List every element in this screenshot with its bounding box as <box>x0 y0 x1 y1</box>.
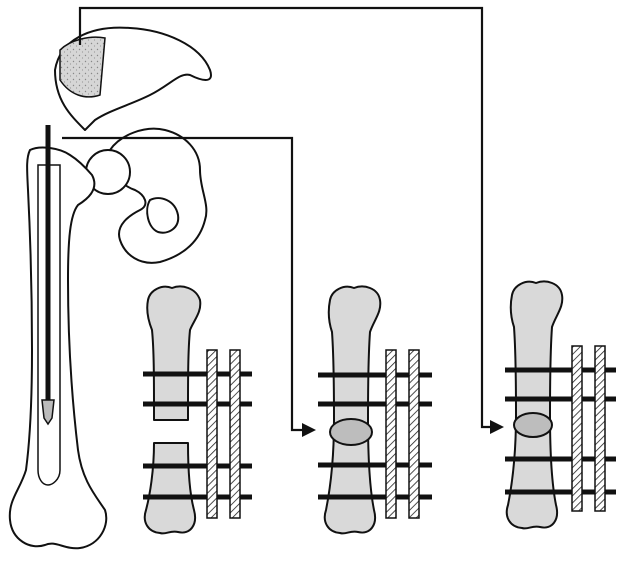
fixator-bar <box>409 350 419 518</box>
fixator-bar <box>595 346 605 511</box>
fixator-bar <box>572 346 582 511</box>
bone-graft <box>514 413 552 437</box>
fixator-bar <box>386 350 396 518</box>
arrow-right-icon <box>302 423 316 437</box>
tibia-stage-2 <box>318 287 432 534</box>
femur <box>10 125 106 548</box>
arrow-right-icon <box>490 420 504 434</box>
tibia-stage-1 <box>143 287 252 534</box>
tibia-stage-3 <box>505 282 616 529</box>
graft-harvest-site <box>60 37 105 97</box>
bone-graft <box>330 419 372 445</box>
pelvis-ilium <box>55 28 211 130</box>
hip-joint <box>86 129 206 263</box>
fixator-bar <box>230 350 240 518</box>
fixator-bar <box>207 350 217 518</box>
